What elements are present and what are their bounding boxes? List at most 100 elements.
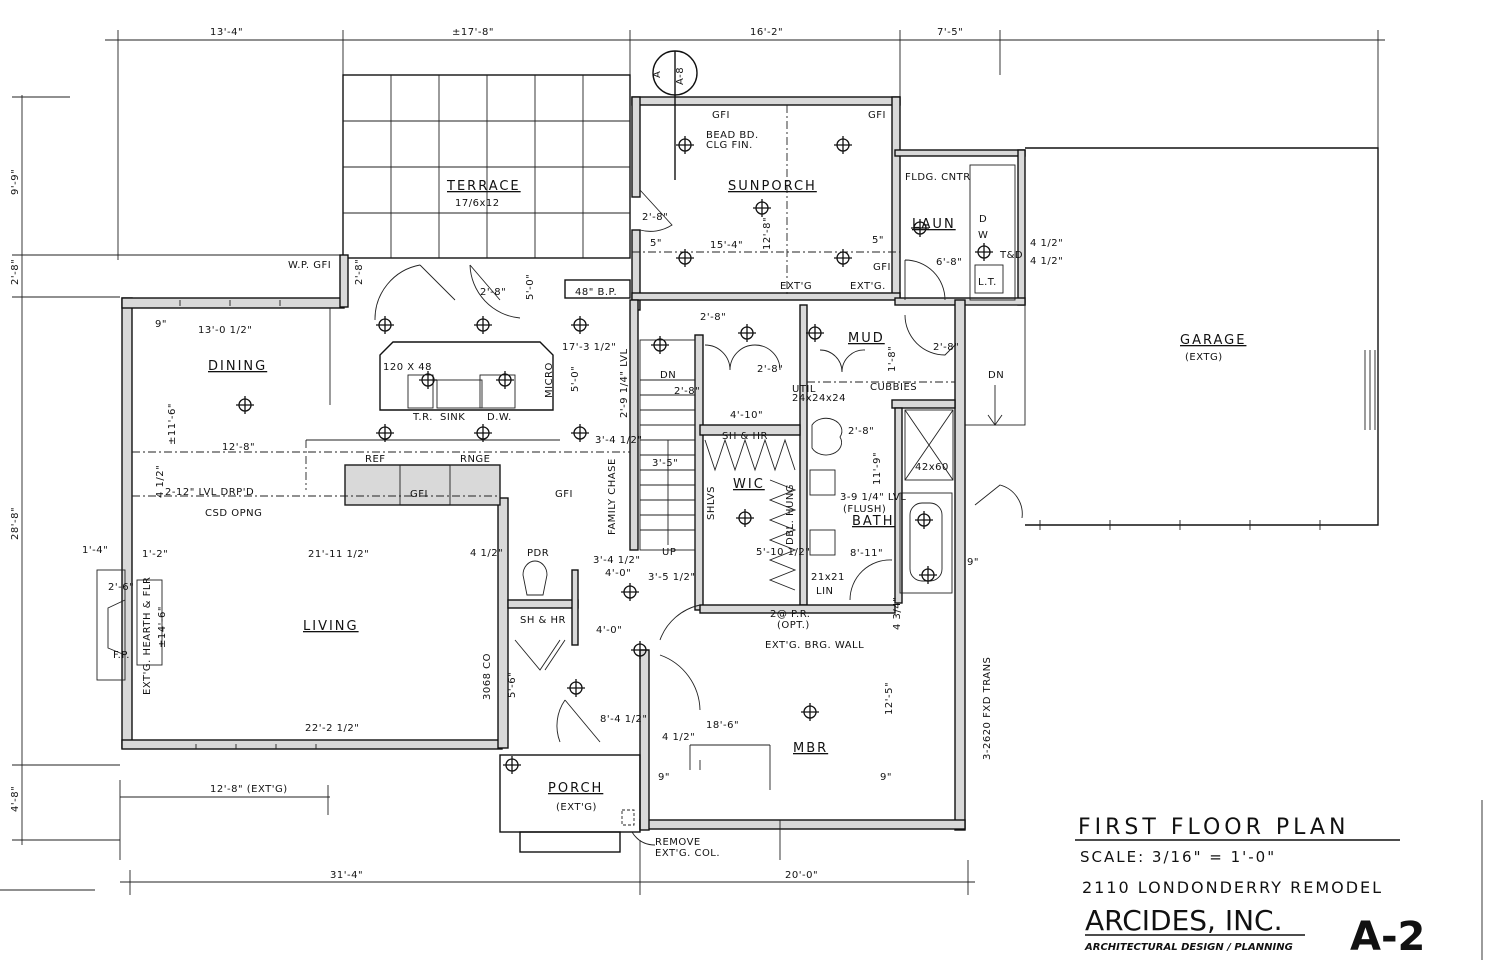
ceiling-light-icon xyxy=(911,219,929,237)
dimension-label: 5" xyxy=(872,235,884,246)
dimension-label: 9" xyxy=(967,557,979,568)
dimension-label: 5" xyxy=(650,238,662,249)
annotation-note: GFI xyxy=(873,262,891,273)
annotation-note: EXT'G. COL. xyxy=(655,848,720,859)
annotation-note: SHLVS xyxy=(706,486,717,520)
annotation-note: GFI xyxy=(712,110,730,121)
project-name: 2110 LONDONDERRY REMODEL xyxy=(1082,878,1383,897)
annotation-note: T.R. xyxy=(412,412,433,423)
annotation-note: SINK xyxy=(440,412,465,423)
plan-linework xyxy=(0,30,1483,960)
ceiling-light-icon xyxy=(474,316,492,334)
annotation-note: BEAD BD. xyxy=(706,130,759,141)
annotation-note: 21x21 xyxy=(811,572,845,583)
dimension-label: 2'-9 1/4" LVL xyxy=(619,348,630,418)
ceiling-light-icon xyxy=(738,324,756,342)
annotation-note: D.W. xyxy=(487,412,512,423)
ceiling-light-icon xyxy=(676,136,694,154)
dimension-label: 3'-4 1/2" xyxy=(593,555,640,566)
annotation-note: F.P. xyxy=(113,650,130,661)
dimension-label: 11'-9" xyxy=(872,452,883,485)
ceiling-light-icon xyxy=(676,249,694,267)
dimension-label: 3'-5 1/2" xyxy=(648,572,695,583)
room-label-mbr: MBR xyxy=(793,741,828,756)
dimension-label: 2'-8" xyxy=(354,259,365,285)
dimension-label: 4'-0" xyxy=(596,625,622,636)
ceiling-light-icon xyxy=(631,641,649,659)
ceiling-light-icon xyxy=(834,136,852,154)
dimension-label: 12'-8" xyxy=(762,217,773,250)
annotation-note: T&D xyxy=(999,250,1023,261)
section-marker-sheet: A-8 xyxy=(675,67,686,85)
annotation-note: 2@ P.R. xyxy=(770,609,810,620)
annotation-note: 24x24x24 xyxy=(792,393,846,404)
annotation-note: FAMILY CHASE xyxy=(607,458,618,535)
ceiling-light-icon xyxy=(419,371,437,389)
scale-note: SCALE: 3/16" = 1'-0" xyxy=(1080,848,1276,866)
dimension-label: 4 1/2" xyxy=(662,732,695,743)
ceiling-light-icon xyxy=(753,199,771,217)
annotation-note: SH & HR xyxy=(722,431,768,442)
ceiling-light-icon xyxy=(915,511,933,529)
ceiling-light-icon xyxy=(834,249,852,267)
dimension-label: 4'-8" xyxy=(10,786,21,812)
dimension-label: 5'-6" xyxy=(507,672,518,698)
ceiling-light-icon xyxy=(919,566,937,584)
ceiling-light-icon xyxy=(496,371,514,389)
dimension-label: 20'-0" xyxy=(785,870,818,881)
room-label-sunporch: SUNPORCH xyxy=(728,179,817,194)
light-fixture-symbols xyxy=(236,136,993,774)
room-label-wic: WIC xyxy=(733,477,765,492)
dimension-label: 9" xyxy=(880,772,892,783)
dimension-label: 1'-4" xyxy=(82,545,108,556)
ceiling-light-icon xyxy=(975,243,993,261)
dimension-label: 4 3/4" xyxy=(892,597,903,630)
ceiling-light-icon xyxy=(651,336,669,354)
room-label-garage: GARAGE xyxy=(1180,333,1246,348)
annotation-note: W.P. GFI xyxy=(288,260,331,271)
annotation-note: UTIL xyxy=(792,384,816,395)
ceiling-light-icon xyxy=(621,583,639,601)
dimension-label: ±14'-6" xyxy=(157,606,168,648)
dimension-label: 12'-8" (EXT'G) xyxy=(210,784,288,795)
annotation-note: 42x60 xyxy=(915,462,949,473)
dimension-label: 13'-0 1/2" xyxy=(198,325,252,336)
sheet-title: FIRST FLOOR PLAN xyxy=(1078,815,1349,840)
room-label-terrace-size: 17/6x12 xyxy=(455,198,500,209)
annotation-note: (FLUSH) xyxy=(843,504,886,515)
dimension-label: 9" xyxy=(155,319,167,330)
dimension-label: 4 1/2" xyxy=(1030,238,1063,249)
dimension-label: 13'-4" xyxy=(210,27,243,38)
annotation-note: EXT'G xyxy=(780,281,812,292)
dimension-label: 17'-3 1/2" xyxy=(562,342,616,353)
dimension-label: 5'-0" xyxy=(570,366,581,392)
firm-name: ARCIDES, INC. xyxy=(1085,904,1283,937)
dimension-label: 2'-6" xyxy=(108,582,134,593)
dimension-label: 1'-8" xyxy=(887,346,898,372)
ceiling-light-icon xyxy=(571,424,589,442)
sheet-number: A-2 xyxy=(1350,914,1425,960)
dimension-label: 12'-5" xyxy=(884,682,895,715)
dimension-label: 5'-0" xyxy=(525,274,536,300)
room-label-porch: PORCH xyxy=(548,781,603,796)
dimension-label: 3'-4 1/2" xyxy=(595,435,642,446)
ceiling-light-icon xyxy=(376,424,394,442)
ceiling-light-icon xyxy=(801,703,819,721)
dimension-label: 18'-6" xyxy=(706,720,739,731)
annotation-note: GFI xyxy=(868,110,886,121)
annotation-note: (OPT.) xyxy=(777,620,810,631)
dimension-label: 9" xyxy=(658,772,670,783)
annotation-note: EXT'G. BRG. WALL xyxy=(765,640,864,651)
annotation-note: RNGE xyxy=(460,454,491,465)
dimension-label: 4 1/2" xyxy=(1030,256,1063,267)
room-label-bath: BATH xyxy=(852,514,895,529)
dimension-label: ±11'-6" xyxy=(167,403,178,445)
room-label-mud: MUD xyxy=(848,331,885,346)
firm-tagline: ARCHITECTURAL DESIGN / PLANNING xyxy=(1084,942,1293,953)
annotation-note: REMOVE xyxy=(655,837,701,848)
annotation-note: GFI xyxy=(555,489,573,500)
room-label-pdr: PDR xyxy=(527,548,549,559)
dimension-label: 7'-5" xyxy=(937,27,963,38)
dimension-label: 2'-8" xyxy=(642,212,668,223)
